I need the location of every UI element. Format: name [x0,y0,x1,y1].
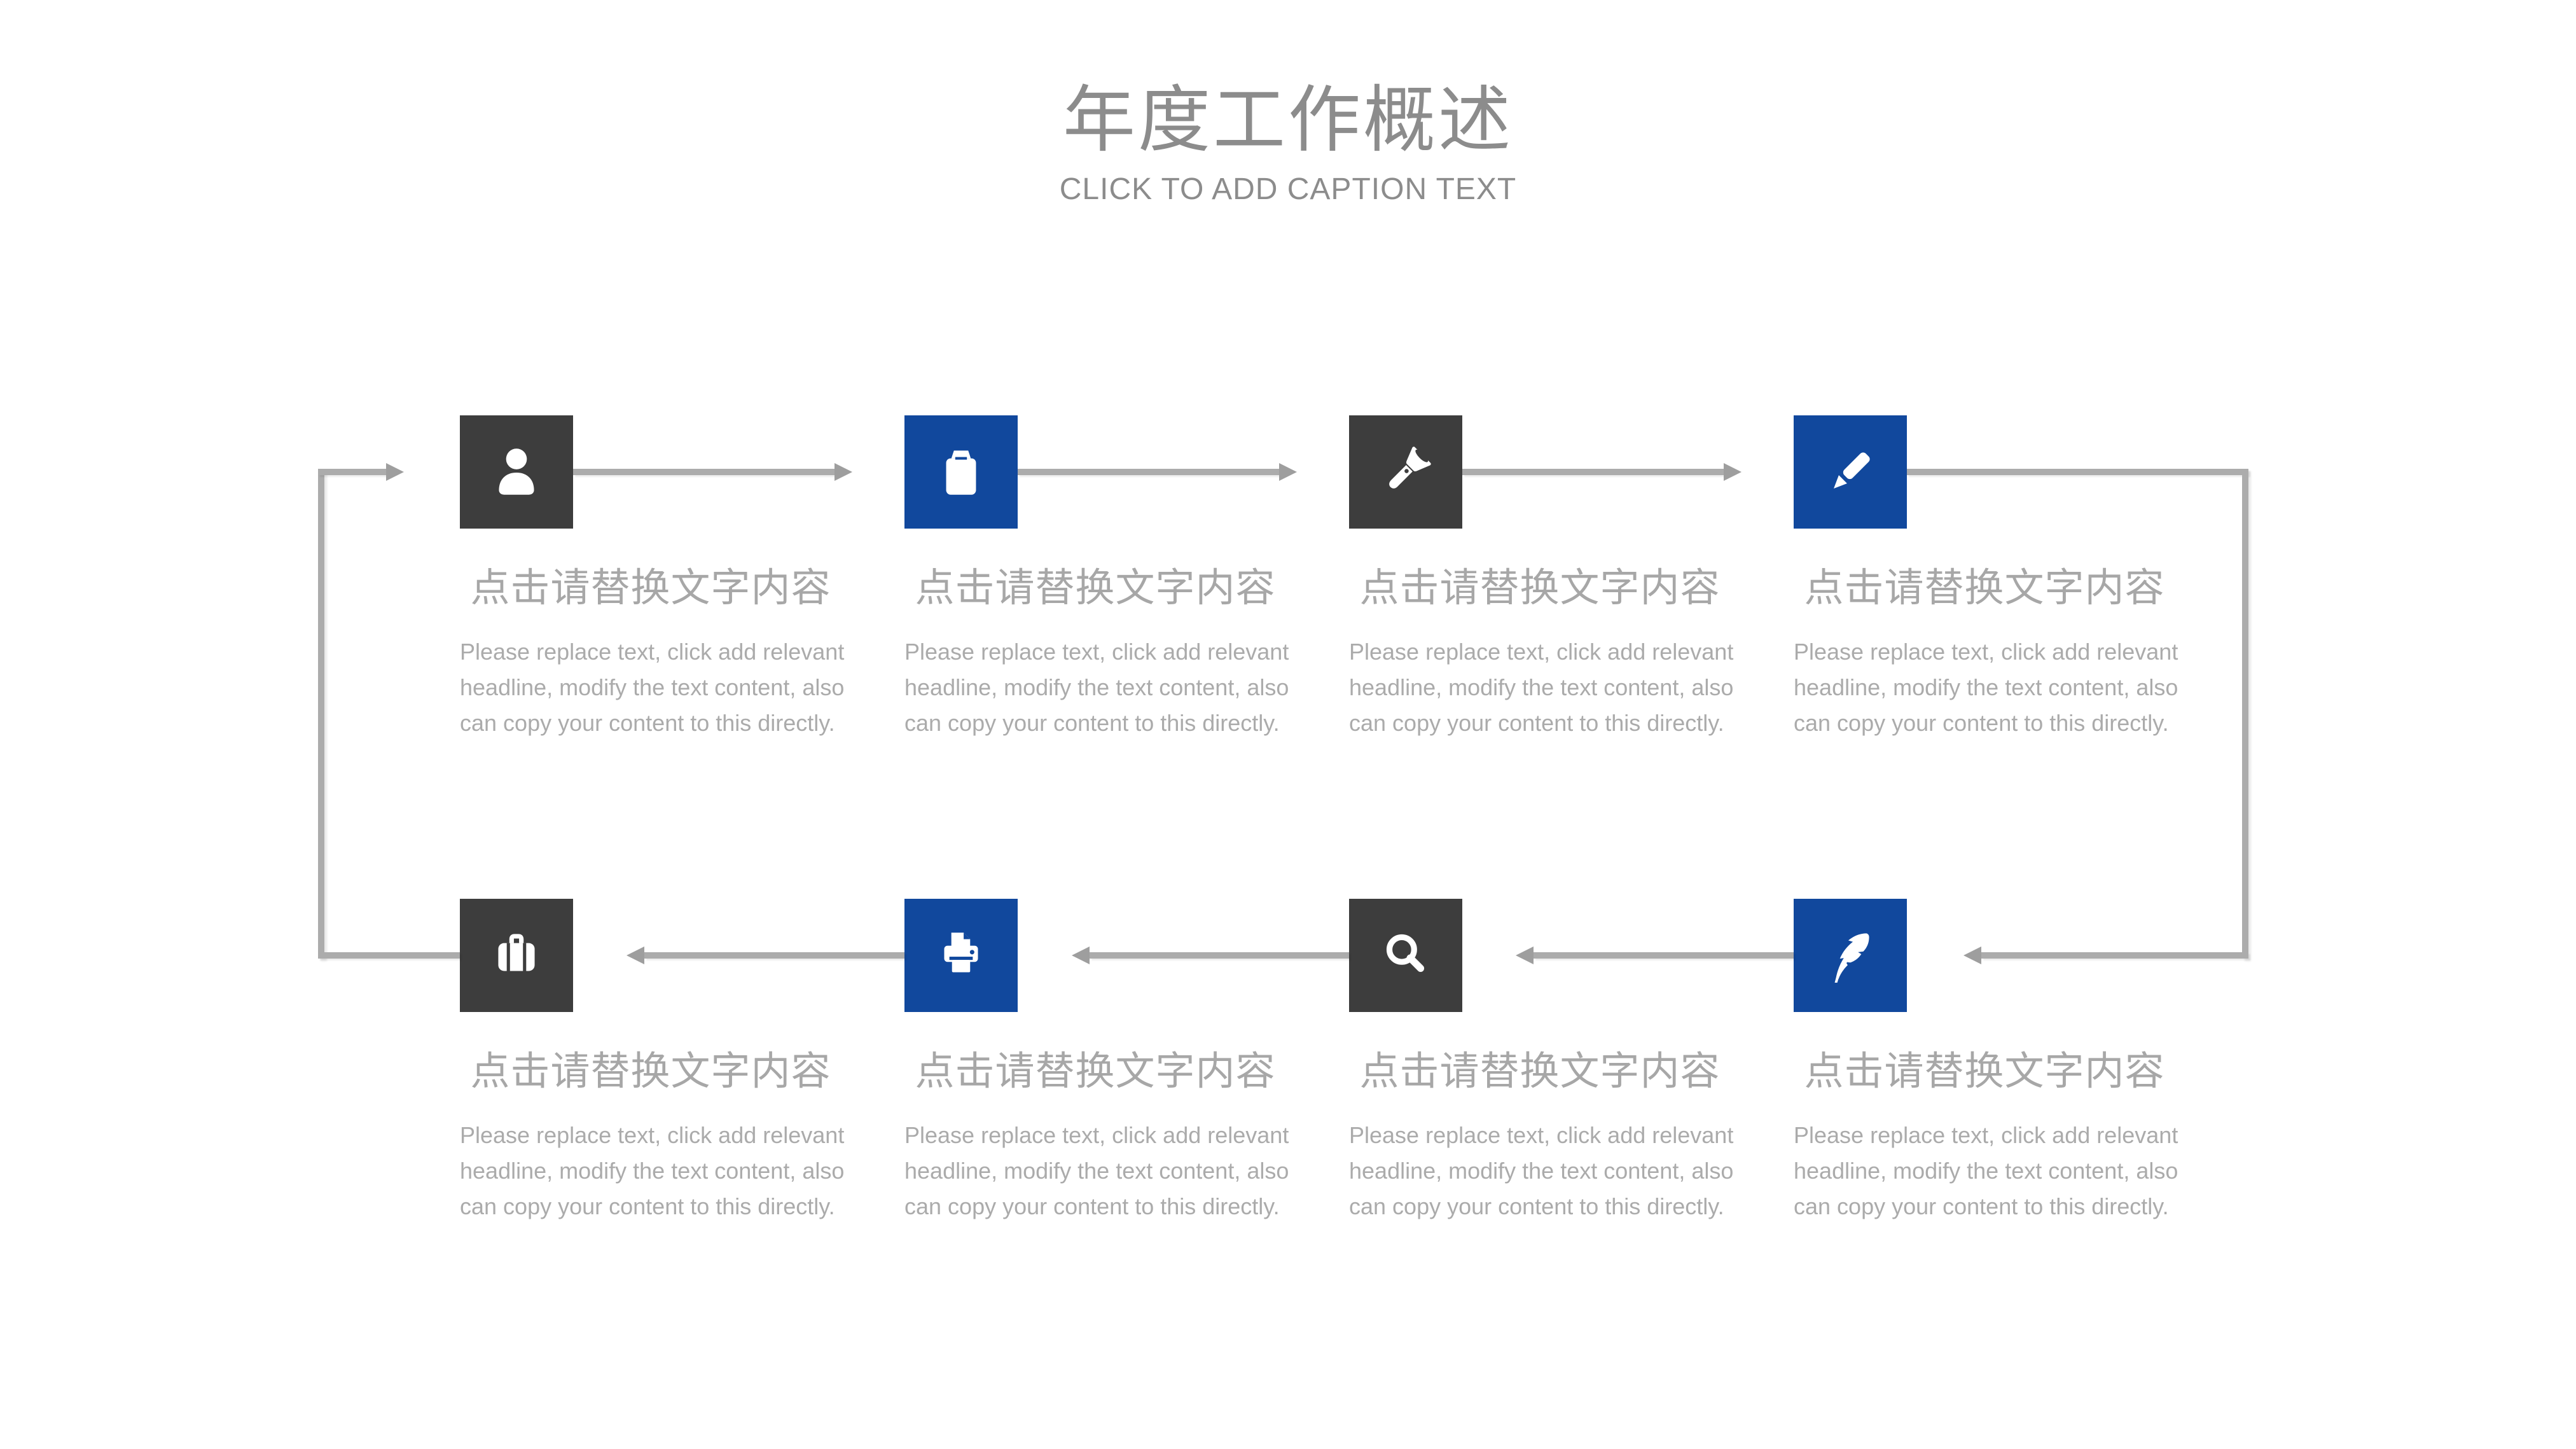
step-heading[interactable]: 点击请替换文字内容 [915,1050,1276,1093]
process-step-6: 点击请替换文字内容 Please replace text, click add… [904,899,1350,1224]
step-icon-tile[interactable] [1349,415,1462,529]
process-step-7: 点击请替换文字内容 Please replace text, click add… [1349,899,1794,1224]
process-step-8: 点击请替换文字内容 Please replace text, click add… [1794,899,2239,1224]
connector-line [1090,952,1349,959]
briefcase-icon [498,934,535,971]
connector-line [1907,469,2248,475]
process-step-1: 点击请替换文字内容 Please replace text, click add… [460,415,905,741]
step-heading[interactable]: 点击请替换文字内容 [470,566,831,610]
step-heading[interactable]: 点击请替换文字内容 [470,1050,831,1093]
pencil-icon [1834,452,1870,489]
connector-line [1462,469,1724,475]
step-body[interactable]: Please replace text, click add relevant … [904,1122,1289,1219]
arrow-right-icon [834,463,852,481]
connector-line [318,469,324,959]
arrow-right-icon [1724,463,1742,481]
step-body[interactable]: Please replace text, click add relevant … [1794,1122,2178,1219]
arrow-left-icon [1516,946,1534,964]
step-icon-tile[interactable] [904,899,1018,1012]
connector-line [1018,469,1279,475]
connector-line [1534,952,1794,959]
step-icon-tile[interactable] [1794,415,1907,529]
connector-line [1981,952,2248,959]
connector-line [2242,469,2248,959]
step-heading[interactable]: 点击请替换文字内容 [1804,566,2165,610]
step-body[interactable]: Please replace text, click add relevant … [1349,1122,1734,1219]
clipboard-icon [946,450,976,495]
search-icon [1386,934,1425,973]
slide-subtitle[interactable]: CLICK TO ADD CAPTION TEXT [1059,172,1517,206]
step-icon-tile[interactable] [1349,899,1462,1012]
flashlight-icon [1389,447,1431,489]
arrow-right-icon [1279,463,1297,481]
step-body[interactable]: Please replace text, click add relevant … [460,639,845,736]
printer-icon [944,932,978,973]
arrow-left-icon [1072,946,1090,964]
step-body[interactable]: Please replace text, click add relevant … [904,639,1289,736]
process-step-5: 点击请替换文字内容 Please replace text, click add… [460,899,905,1224]
process-step-4: 点击请替换文字内容 Please replace text, click add… [1794,415,2239,741]
step-heading[interactable]: 点击请替换文字内容 [915,566,1276,610]
user-icon [499,448,534,495]
step-icon-tile[interactable] [460,899,573,1012]
process-step-3: 点击请替换文字内容 Please replace text, click add… [1349,415,1794,741]
step-heading[interactable]: 点击请替换文字内容 [1359,566,1721,610]
step-heading[interactable]: 点击请替换文字内容 [1359,1050,1721,1093]
slide-title[interactable]: 年度工作概述 [1062,80,1513,161]
connector-line [318,952,460,959]
step-body[interactable]: Please replace text, click add relevant … [1794,639,2178,736]
connector-line [644,952,904,959]
step-icon-tile[interactable] [904,415,1018,529]
process-step-2: 点击请替换文字内容 Please replace text, click add… [904,415,1350,741]
step-icon-tile[interactable] [1794,899,1907,1012]
step-heading[interactable]: 点击请替换文字内容 [1804,1050,2165,1093]
feather-icon [1834,933,1869,983]
step-body[interactable]: Please replace text, click add relevant … [460,1122,845,1219]
arrow-left-icon [1963,946,1981,964]
step-body[interactable]: Please replace text, click add relevant … [1349,639,1734,736]
step-icon-tile[interactable] [460,415,573,529]
arrow-right-icon [386,463,404,481]
connector-line [318,469,386,475]
arrow-left-icon [627,946,644,964]
connector-line [573,469,834,475]
